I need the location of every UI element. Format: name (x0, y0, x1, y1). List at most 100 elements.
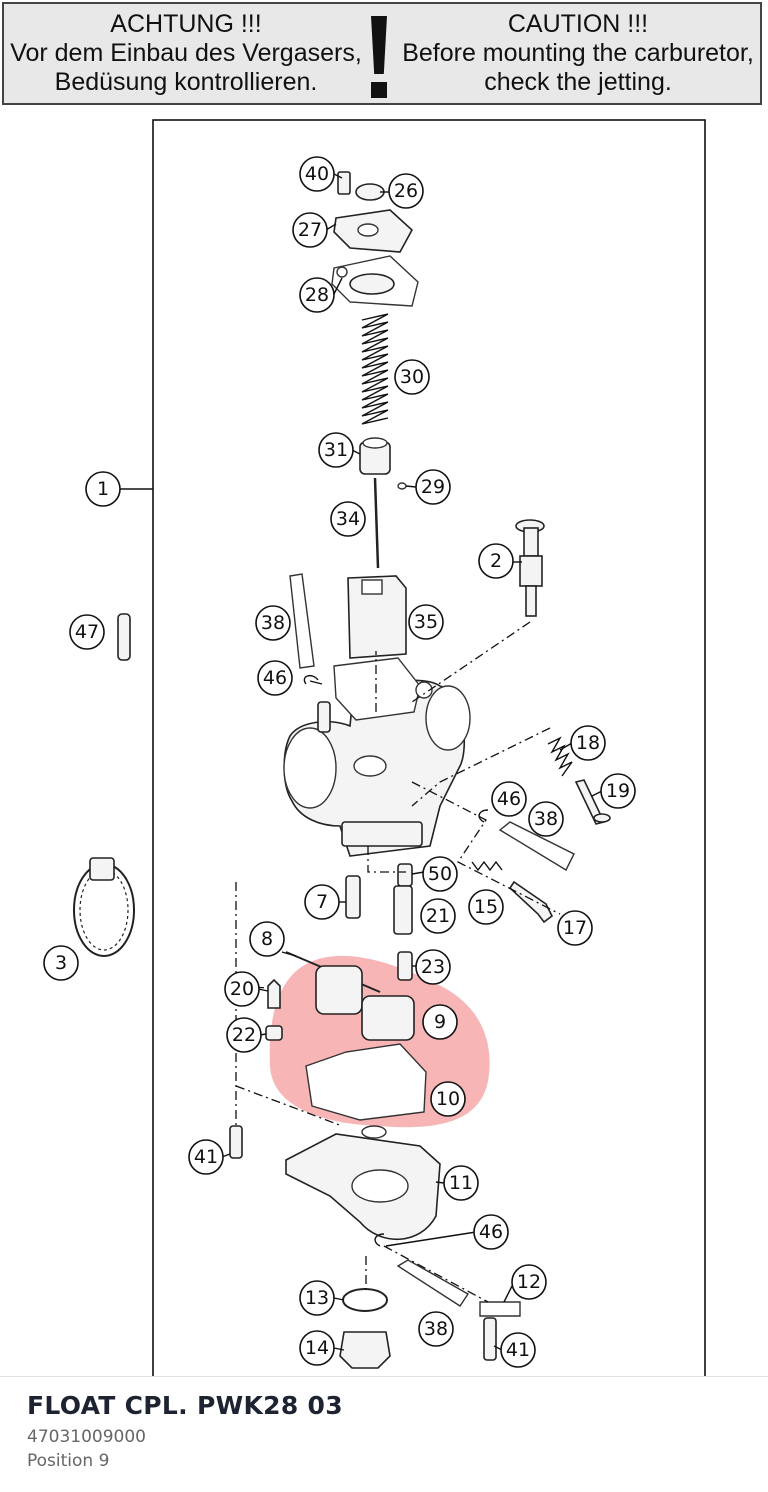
svg-text:34: 34 (336, 508, 360, 530)
hose-38-upper (289, 573, 315, 669)
callout-46-upper: 46 (257, 660, 293, 696)
alignment-line-bowl (235, 1085, 343, 1127)
callout-7: 7 (304, 884, 340, 920)
top-cap-group (331, 171, 419, 307)
callout-22: 22 (226, 1017, 262, 1053)
svg-text:26: 26 (394, 180, 418, 202)
svg-text:35: 35 (414, 611, 438, 633)
callout-13: 13 (299, 1280, 335, 1316)
svg-text:1: 1 (97, 478, 109, 500)
svg-text:2: 2 (490, 550, 502, 572)
callout-19: 19 (600, 773, 636, 809)
alignment-line-15 (411, 781, 561, 915)
screw-17 (508, 880, 554, 924)
svg-text:41: 41 (506, 1339, 530, 1361)
warning-banner: ACHTUNG !!! Vor dem Einbau des Vergasers… (2, 2, 762, 105)
float-9-right (361, 995, 415, 1041)
jet-23 (397, 951, 413, 981)
svg-text:21: 21 (426, 905, 450, 927)
callout-8: 8 (249, 921, 285, 957)
callout-46-right: 46 (491, 781, 527, 817)
callout-41-right: 41 (500, 1332, 536, 1368)
svg-text:22: 22 (232, 1024, 256, 1046)
part-info-panel: FLOAT CPL. PWK28 03 47031009000 Position… (0, 1376, 768, 1492)
spring-18 (547, 736, 573, 777)
hose-38-right (498, 821, 575, 871)
clip-46-right (478, 809, 489, 823)
svg-text:30: 30 (400, 366, 424, 388)
callout-20: 20 (224, 971, 260, 1007)
svg-text:11: 11 (449, 1172, 473, 1194)
spring-30 (361, 313, 389, 425)
callout-9: 9 (422, 1004, 458, 1040)
alignment-line-12 (383, 1245, 489, 1303)
svg-text:19: 19 (606, 780, 630, 802)
jet-7 (345, 875, 361, 919)
hose-38-lower (396, 1259, 469, 1307)
idle-screw-2 (515, 519, 545, 617)
callout-27: 27 (292, 212, 328, 248)
svg-text:13: 13 (305, 1287, 329, 1309)
callout-34: 34 (330, 501, 366, 537)
callout-38-right: 38 (528, 801, 564, 837)
callout-46-lower: 46 (473, 1214, 509, 1250)
svg-text:12: 12 (517, 1271, 541, 1293)
svg-text:46: 46 (479, 1221, 503, 1243)
callout-14: 14 (299, 1330, 335, 1366)
svg-text:14: 14 (305, 1337, 329, 1359)
warning-german-line-3: Bedüsung kontrollieren. (54, 68, 318, 96)
svg-text:31: 31 (324, 439, 348, 461)
warning-german-line-2: Vor dem Einbau des Vergasers, (10, 39, 362, 67)
svg-text:38: 38 (424, 1318, 448, 1340)
screw-41-left (229, 1125, 243, 1159)
svg-text:23: 23 (421, 956, 445, 978)
slide-35 (347, 575, 407, 659)
callout-15: 15 (468, 889, 504, 925)
bracket-12 (479, 1301, 521, 1317)
svg-text:40: 40 (305, 163, 329, 185)
callout-11: 11 (443, 1165, 479, 1201)
needle-34 (373, 477, 380, 569)
float-bowl-11 (285, 1125, 441, 1241)
jet-21 (393, 885, 413, 935)
callout-38-lower: 38 (418, 1311, 454, 1347)
float-9-left (315, 965, 363, 1015)
screw-47 (117, 613, 131, 661)
svg-text:47: 47 (75, 621, 99, 643)
svg-text:8: 8 (261, 928, 273, 950)
exploded-diagram: 40 26 27 28 30 31 29 1 34 2 47 38 35 46 … (43, 119, 706, 1376)
screw-22 (265, 1025, 283, 1041)
callout-29: 29 (415, 469, 451, 505)
jet-50 (397, 863, 413, 887)
svg-text:17: 17 (563, 917, 587, 939)
svg-text:38: 38 (261, 612, 285, 634)
screw-41-right (483, 1317, 497, 1361)
gasket-10 (305, 1043, 427, 1121)
callout-31: 31 (318, 432, 354, 468)
plug-14 (339, 1331, 391, 1369)
hose-clamp-3 (73, 857, 135, 957)
svg-text:10: 10 (436, 1088, 460, 1110)
exclamation-icon (364, 10, 394, 100)
svg-text:46: 46 (497, 788, 521, 810)
svg-text:38: 38 (534, 808, 558, 830)
carburetor-body (283, 657, 471, 857)
callout-35: 35 (408, 604, 444, 640)
svg-text:7: 7 (316, 891, 328, 913)
svg-text:46: 46 (263, 667, 287, 689)
callout-28: 28 (299, 277, 335, 313)
svg-text:15: 15 (474, 896, 498, 918)
part-name: FLOAT CPL. PWK28 03 (27, 1391, 343, 1420)
warning-english-line-3: check the jetting. (484, 68, 672, 96)
svg-text:20: 20 (230, 978, 254, 1000)
svg-text:9: 9 (434, 1011, 446, 1033)
svg-text:29: 29 (421, 476, 445, 498)
part-position: Position 9 (27, 1451, 110, 1471)
warning-german-line-1: ACHTUNG !!! (110, 10, 262, 38)
svg-text:50: 50 (428, 863, 452, 885)
callout-30: 30 (394, 359, 430, 395)
callout-26: 26 (388, 173, 424, 209)
callout-38-upper: 38 (255, 605, 291, 641)
callout-1: 1 (85, 471, 121, 507)
svg-text:18: 18 (576, 732, 600, 754)
